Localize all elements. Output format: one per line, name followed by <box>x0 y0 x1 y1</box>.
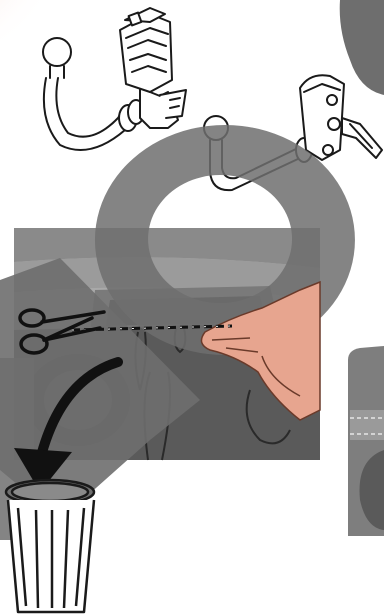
partial-bumper-photo-right <box>348 346 384 536</box>
trash-bin-icon <box>6 480 94 612</box>
tow-bar-hitch-front-icon <box>43 8 186 150</box>
gray-blob-top-right <box>340 0 384 95</box>
